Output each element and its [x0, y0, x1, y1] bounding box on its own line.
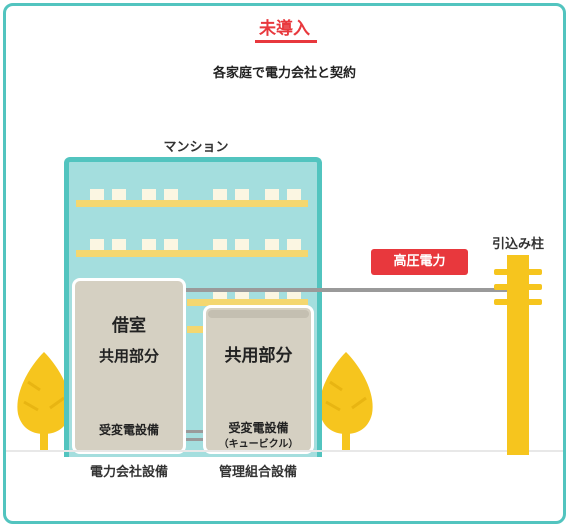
window [90, 239, 104, 250]
leased-room-title: 借室 [112, 316, 146, 336]
title-underline [255, 40, 317, 43]
tree-left-icon [17, 352, 71, 450]
window [213, 288, 227, 299]
pole-arm [494, 269, 542, 275]
window [235, 288, 249, 299]
utility-pole [507, 255, 529, 455]
window [164, 239, 178, 250]
window [265, 189, 279, 200]
common-area-title: 共用部分 [224, 346, 293, 366]
high-voltage-badge: 高圧電力 [371, 249, 468, 275]
floor-shelf [76, 200, 308, 207]
window [90, 189, 104, 200]
connector-line [181, 438, 207, 441]
pole-label: 引込み柱 [491, 237, 544, 252]
window [164, 189, 178, 200]
common-area-unit: 共用部分 受変電設備 （キュービクル） [203, 305, 314, 454]
window [213, 239, 227, 250]
window [287, 189, 301, 200]
window [142, 189, 156, 200]
window [265, 239, 279, 250]
diagram-title: 未導入 [259, 19, 310, 39]
floor-shelf [187, 326, 207, 333]
window [287, 288, 301, 299]
leased-room-subtitle: 共用部分 [98, 347, 159, 365]
window [112, 189, 126, 200]
common-area-equipment: 受変電設備 [228, 421, 289, 435]
pole-arm [494, 284, 542, 290]
window [213, 189, 227, 200]
ground-line [6, 450, 563, 452]
window [142, 239, 156, 250]
connector-line [181, 430, 207, 433]
tree-right-icon [319, 352, 373, 450]
diagram-subtitle: 各家庭で電力会社と契約 [212, 66, 356, 81]
window [265, 288, 279, 299]
floor-shelf [187, 299, 308, 306]
window [112, 239, 126, 250]
management-equipment-label: 管理組合設備 [218, 465, 297, 480]
window [235, 239, 249, 250]
power-company-equipment-label: 電力会社設備 [89, 465, 168, 480]
leased-room-unit: 借室 共用部分 受変電設備 [72, 278, 186, 454]
cubicle-top [208, 310, 309, 318]
high-voltage-line [183, 288, 509, 292]
floor-shelf [76, 250, 308, 257]
window [235, 189, 249, 200]
leased-room-equipment: 受変電設備 [98, 423, 159, 437]
common-area-equipment-note: （キュービクル） [218, 439, 299, 450]
mansion-label: マンション [163, 140, 229, 155]
pole-arm [494, 299, 542, 305]
window [287, 239, 301, 250]
